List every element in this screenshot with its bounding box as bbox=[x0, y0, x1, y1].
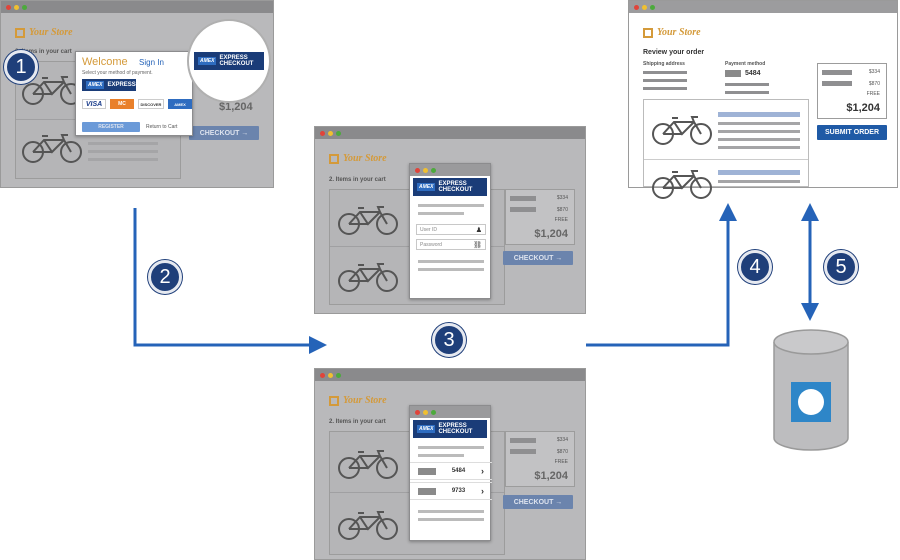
bicycle-icon bbox=[652, 116, 712, 145]
step-1-badge: 1 bbox=[4, 50, 38, 84]
store-logo: Your Store bbox=[643, 27, 701, 38]
price-summary: $334 $870 FREE $1,204 bbox=[817, 63, 887, 119]
step-3-badge: 3 bbox=[432, 323, 466, 357]
step-4-badge: 4 bbox=[738, 250, 772, 284]
store-logo: Your Store bbox=[329, 153, 387, 164]
welcome-title: Welcome bbox=[82, 56, 128, 68]
order-items bbox=[643, 99, 809, 199]
order-row bbox=[644, 160, 808, 199]
welcome-popup: Welcome Sign In Select your method of pa… bbox=[75, 51, 193, 136]
price-summary: $334 $870 FREE $1,204 bbox=[505, 431, 575, 487]
discover-logo[interactable]: DISCOVER bbox=[138, 99, 164, 109]
password-field[interactable]: Password⛓ bbox=[416, 239, 486, 250]
price-item-1: $334 bbox=[556, 437, 568, 443]
payment-card: 5484 bbox=[725, 70, 761, 77]
order-total: $1,204 bbox=[534, 228, 568, 240]
order-total: $1,204 bbox=[534, 470, 568, 482]
bicycle-icon bbox=[22, 134, 82, 163]
submit-order-button[interactable]: SUBMIT ORDER bbox=[817, 125, 887, 140]
order-row bbox=[644, 100, 808, 160]
window-store-welcome: Your Store 2. Items in your cart $1,204 … bbox=[0, 0, 274, 188]
cart-heading: 2. Items in your cart bbox=[15, 49, 72, 55]
price-item-1: $334 bbox=[868, 69, 880, 75]
card-logos: VISA MC DISCOVER AMEX bbox=[82, 99, 192, 111]
bicycle-icon bbox=[338, 450, 398, 479]
arrow-step-2 bbox=[133, 208, 327, 354]
lock-icon: ⛓ bbox=[473, 241, 482, 249]
price-item-2: $870 bbox=[556, 449, 568, 455]
cart-heading: 2. Items in your cart bbox=[329, 419, 386, 425]
user-icon: ♟ bbox=[475, 226, 482, 234]
shipping-label: Shipping address bbox=[643, 61, 685, 67]
step-5-badge: 5 bbox=[824, 250, 858, 284]
titlebar bbox=[1, 1, 273, 13]
order-total: $1,204 bbox=[219, 101, 253, 113]
saved-card-option[interactable]: 9733› bbox=[410, 482, 492, 500]
chevron-right-icon: › bbox=[480, 466, 484, 476]
price-summary: $334 $870 FREE $1,204 bbox=[505, 189, 575, 245]
database-icon bbox=[772, 328, 850, 452]
amex-logo[interactable]: AMEX bbox=[168, 99, 192, 109]
window-amex-login: Your Store 2. Items in your cart $334 $8… bbox=[314, 126, 586, 314]
checkout-button[interactable]: CHECKOUT → bbox=[503, 495, 573, 509]
window-review-order: Your Store Review your order Shipping ad… bbox=[628, 0, 898, 199]
visa-logo[interactable]: VISA bbox=[82, 99, 106, 109]
user-id-field[interactable]: User ID♟ bbox=[416, 224, 486, 235]
payment-label: Payment method bbox=[725, 61, 766, 67]
checkout-button[interactable]: CHECKOUT → bbox=[503, 251, 573, 265]
bicycle-icon bbox=[652, 170, 712, 199]
saved-card-option[interactable]: 5484› bbox=[410, 462, 492, 480]
cart-row bbox=[330, 247, 504, 304]
bicycle-icon bbox=[338, 263, 398, 292]
mastercard-logo[interactable]: MC bbox=[110, 99, 134, 109]
bicycle-icon bbox=[338, 511, 398, 540]
price-item-2: $870 bbox=[868, 81, 880, 87]
cart-heading: 2. Items in your cart bbox=[329, 177, 386, 183]
return-to-cart-link[interactable]: Return to Cart bbox=[146, 124, 178, 130]
payment-instruction: Select your method of payment. bbox=[82, 70, 153, 76]
price-item-1: $334 bbox=[556, 195, 568, 201]
arrow-step-4 bbox=[586, 203, 737, 347]
chevron-right-icon: › bbox=[480, 486, 484, 496]
checkout-button[interactable]: CHECKOUT → bbox=[189, 126, 259, 140]
bicycle-icon bbox=[338, 206, 398, 235]
bicycle-icon bbox=[22, 76, 82, 105]
store-logo: Your Store bbox=[15, 27, 73, 38]
shipping-price: FREE bbox=[866, 91, 880, 97]
shipping-price: FREE bbox=[554, 459, 568, 465]
order-total: $1,204 bbox=[846, 102, 880, 114]
step-2-badge: 2 bbox=[148, 260, 182, 294]
review-heading: Review your order bbox=[643, 49, 705, 56]
window-card-select: Your Store 2. Items in your cart $334 $8… bbox=[314, 368, 586, 560]
sign-in-link[interactable]: Sign In bbox=[139, 58, 164, 67]
cart-row bbox=[330, 493, 504, 554]
shipping-price: FREE bbox=[554, 217, 568, 223]
store-logo: Your Store bbox=[329, 395, 387, 406]
cart-row bbox=[16, 120, 180, 178]
register-button[interactable]: REGISTER bbox=[82, 122, 140, 132]
price-item-2: $870 bbox=[556, 207, 568, 213]
